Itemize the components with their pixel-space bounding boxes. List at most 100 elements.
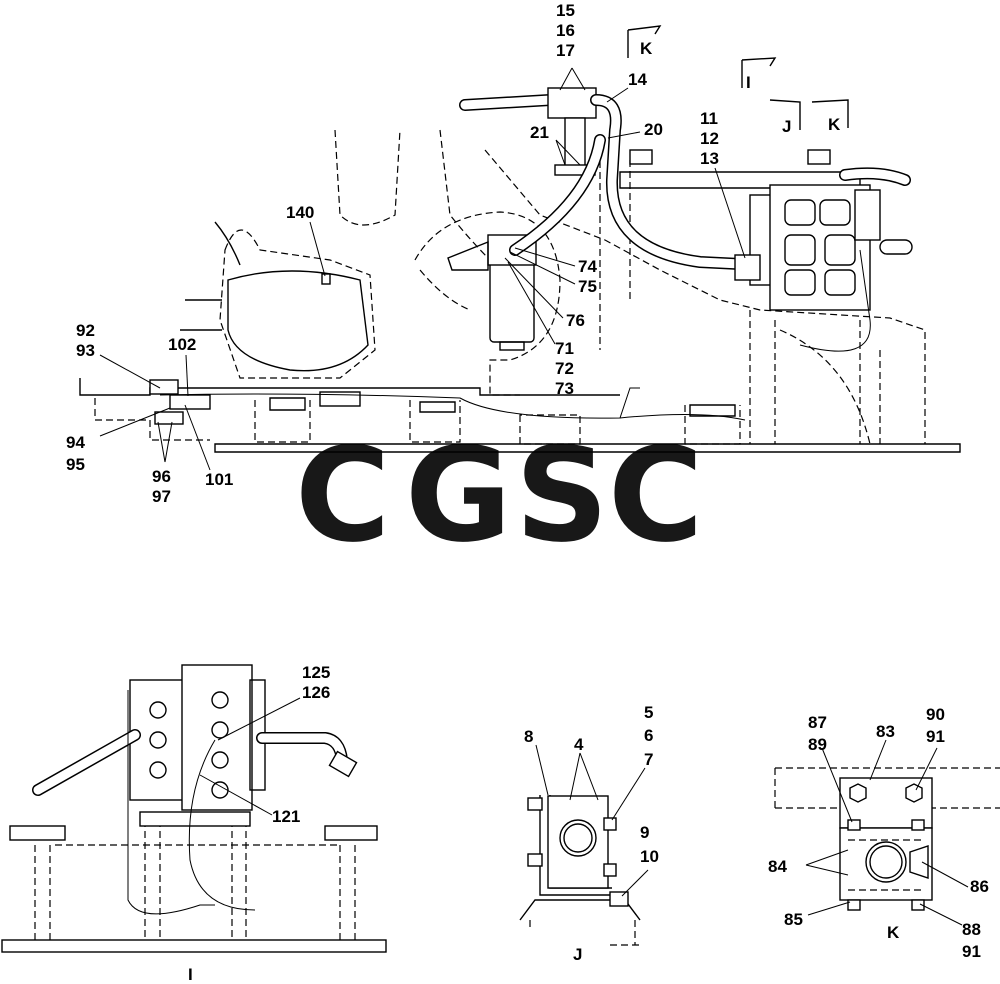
leader-86	[921, 861, 969, 888]
label-91a: 91	[926, 727, 945, 746]
watermark-letter-s: S	[515, 419, 609, 571]
view-marker-i: I	[746, 73, 751, 92]
label-97: 97	[152, 487, 171, 506]
leader-121	[199, 774, 273, 816]
leader-76	[504, 257, 564, 319]
label-12: 12	[700, 129, 719, 148]
detail-i-legs-inner	[144, 820, 247, 940]
leader-4	[569, 752, 599, 801]
label-85: 85	[784, 910, 803, 929]
frame-base	[214, 443, 961, 453]
detail-k-grommet	[909, 845, 929, 879]
detail-view-k: 87 89 83 90 91 84 86 85 88 91 K	[768, 705, 1000, 961]
label-74: 74	[578, 257, 597, 276]
label-91b: 91	[962, 942, 981, 961]
leader-140	[309, 221, 326, 277]
leader-74-75	[509, 247, 576, 285]
support-1	[254, 400, 311, 443]
detail-i-legs-outer	[34, 845, 356, 940]
engine-belt-lines	[180, 299, 222, 331]
engine-pulley	[227, 270, 369, 372]
leader-8	[535, 744, 549, 796]
leader-87-89	[821, 747, 853, 823]
label-72: 72	[555, 359, 574, 378]
leader-85	[807, 901, 851, 916]
label-88: 88	[962, 920, 981, 939]
label-90: 90	[926, 705, 945, 724]
label-140: 140	[286, 203, 314, 222]
leader-88-91	[919, 903, 963, 926]
engine-fan-edge	[214, 221, 241, 266]
watermark-letter-c: C	[295, 419, 390, 571]
rail-clip-2	[807, 149, 831, 165]
label-6: 6	[644, 726, 653, 745]
label-14: 14	[628, 70, 647, 89]
label-8: 8	[524, 727, 533, 746]
label-92: 92	[76, 321, 95, 340]
label-94: 94	[66, 433, 85, 452]
detail-i-mount	[139, 811, 251, 827]
label-20: 20	[644, 120, 663, 139]
label-93: 93	[76, 341, 95, 360]
label-84: 84	[768, 857, 787, 876]
label-9: 9	[640, 823, 649, 842]
detail-view-i: 125 126 121 I	[1, 663, 387, 984]
filter-bracket	[447, 240, 489, 271]
engine-top-outline	[334, 129, 401, 226]
filter-drain	[499, 341, 525, 351]
label-71: 71	[555, 339, 574, 358]
detail-j-rail	[519, 899, 641, 921]
wire-right	[799, 249, 871, 352]
clip-harness	[319, 391, 361, 407]
leader-21	[555, 139, 581, 166]
bracket-c	[689, 404, 736, 417]
watermark-letter-g: G	[405, 419, 512, 571]
leader-83	[869, 739, 887, 781]
leader-90-91	[915, 747, 938, 791]
bracket-a	[269, 397, 306, 411]
view-arrow-k2	[811, 99, 849, 128]
detail-i-wire-1	[127, 690, 215, 915]
detail-k-pipe	[865, 841, 907, 883]
view-marker-j: J	[782, 117, 791, 136]
detail-i-base	[1, 939, 387, 953]
label-121: 121	[272, 807, 300, 826]
label-16: 16	[556, 21, 575, 40]
leader-94-95	[99, 407, 171, 437]
connector-92	[149, 379, 179, 395]
engine-right-outline	[439, 129, 491, 261]
valve-fitting-11	[734, 254, 761, 281]
connector-101	[169, 394, 211, 410]
view-arrow-j	[769, 99, 801, 130]
leader-96-97	[157, 421, 173, 463]
rail-clip-1	[629, 149, 653, 165]
label-21: 21	[530, 123, 549, 142]
leader-71-73	[507, 261, 556, 345]
view-arrow-k1	[627, 25, 662, 58]
filter-housing-outline	[414, 211, 561, 396]
leader-92-93	[99, 354, 161, 389]
leader-102	[185, 354, 189, 397]
label-101: 101	[205, 470, 233, 489]
label-96: 96	[152, 467, 171, 486]
leader-84	[805, 849, 849, 876]
label-95: 95	[66, 455, 85, 474]
label-89: 89	[808, 735, 827, 754]
hose-right-end	[879, 239, 913, 255]
label-5: 5	[644, 703, 653, 722]
cab-pillars	[749, 310, 881, 444]
detail-j-clamp	[547, 795, 609, 889]
label-15: 15	[556, 1, 575, 20]
label-83: 83	[876, 722, 895, 741]
filter-housing-lower	[419, 269, 471, 311]
label-17: 17	[556, 41, 575, 60]
bracket-b	[419, 401, 456, 413]
label-75: 75	[578, 277, 597, 296]
leader-9-10	[621, 869, 649, 897]
detail-i-wire-2	[188, 739, 256, 911]
detail-j-caption: J	[573, 945, 582, 964]
detail-i-caption: I	[188, 965, 193, 984]
engine-block-outline	[219, 229, 376, 379]
detail-view-j: 8 4 5 6 7 9 10 J	[519, 703, 659, 964]
label-76: 76	[566, 311, 585, 330]
